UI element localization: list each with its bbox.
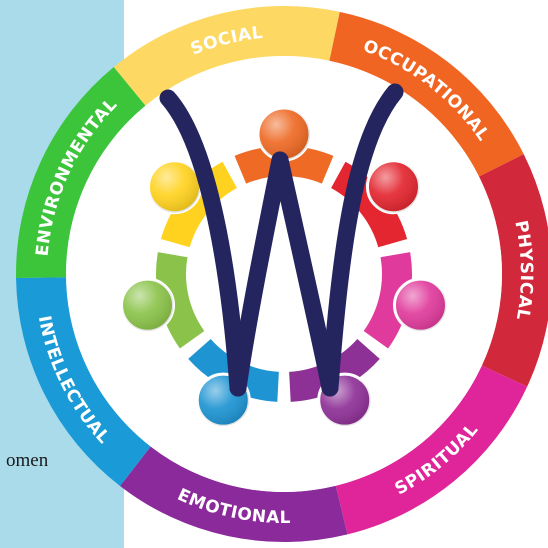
person-head-shine-social	[148, 160, 201, 213]
person-head-shine-physical	[367, 160, 420, 213]
person-arms-spiritual	[363, 252, 412, 349]
ring-segment-environmental	[16, 66, 146, 279]
person-head-shine-environmental	[121, 279, 174, 332]
people-figures	[120, 106, 448, 428]
ring-segment-emotional	[120, 446, 348, 542]
w-logo	[159, 83, 404, 397]
person-arms-environmental	[156, 252, 205, 349]
person-head-shine-occupational	[258, 108, 310, 160]
ring-segment-intellectual	[16, 277, 151, 487]
person-arms-social	[160, 161, 237, 248]
ring-segments	[16, 6, 548, 542]
side-panel-text: omen	[6, 450, 49, 471]
ring-segment-spiritual	[335, 365, 528, 535]
ring-segment-occupational	[329, 11, 524, 177]
ring-segment-social	[113, 6, 340, 106]
person-head-shine-spiritual	[394, 279, 447, 332]
ring-segment-physical	[478, 154, 548, 387]
